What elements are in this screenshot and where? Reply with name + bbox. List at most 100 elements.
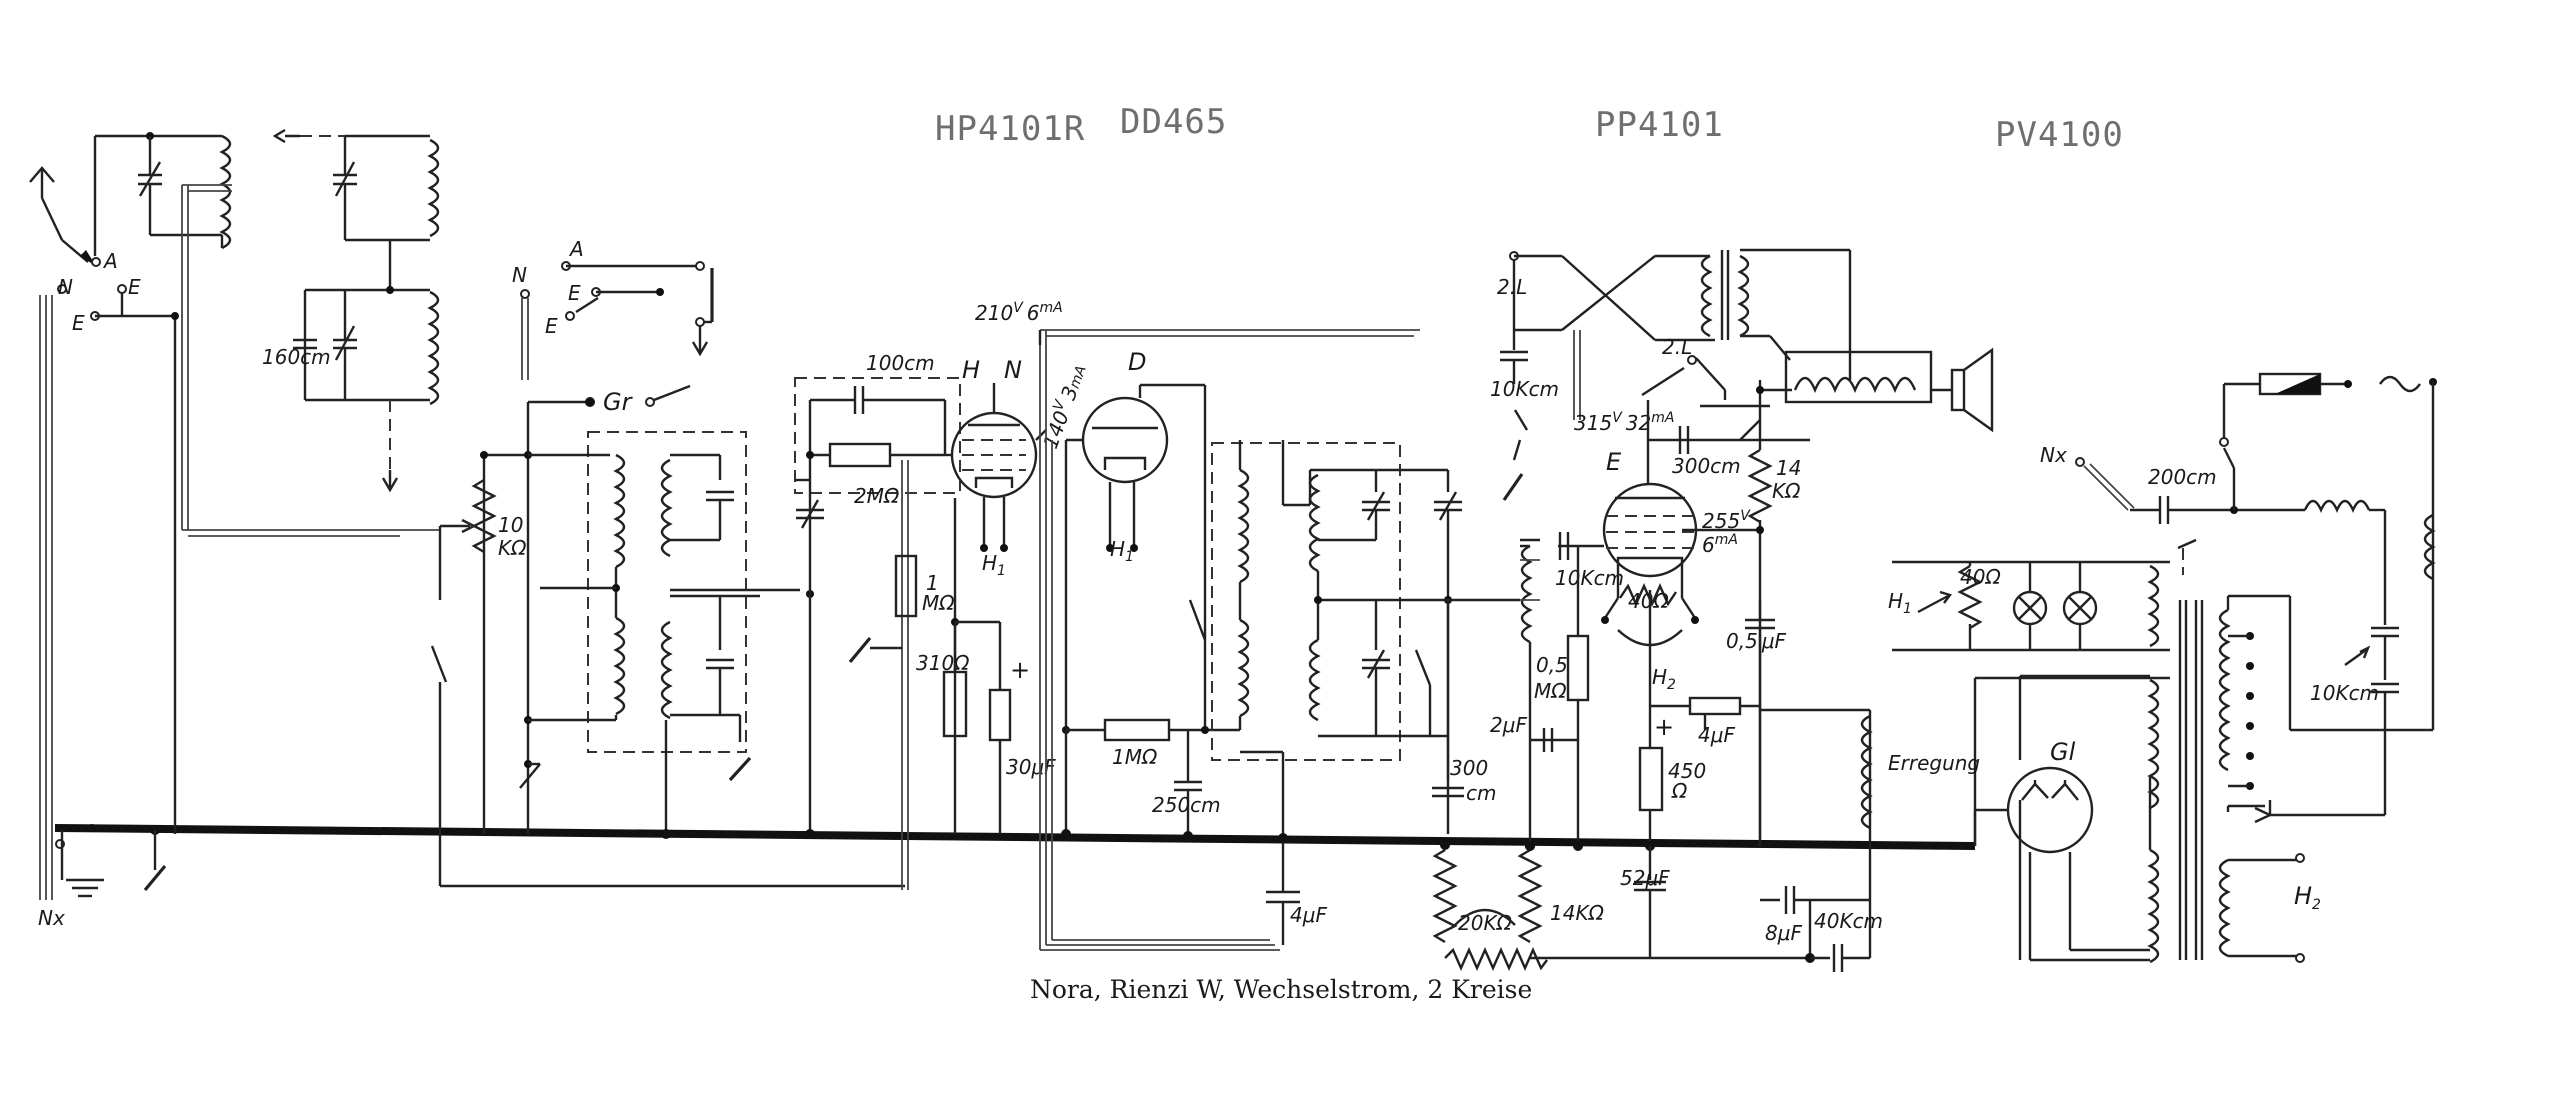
v255-label: 255V <box>1702 508 1751 533</box>
res-1m-unit: MΩ <box>922 591 955 615</box>
arrow-left-icon <box>272 128 300 144</box>
pot-10k-value: 10 <box>498 513 523 537</box>
cap-250cm-label: 250cm <box>1152 793 1221 817</box>
switch-e-label: E <box>568 281 581 305</box>
h1-right-label: H1 <box>1888 589 1912 617</box>
cap-160cm-label: 160cm <box>262 345 331 369</box>
tube-d-label: D <box>1128 348 1146 376</box>
bf2-coil-a <box>1237 468 1250 584</box>
cap-100cm-label: 100cm <box>866 351 935 375</box>
arrow-down-icon <box>381 470 399 493</box>
cap-4uf-b-label: 4μF <box>1698 723 1735 747</box>
voltage-divider: 300 cm 20KΩ 14KΩ <box>1432 600 1810 971</box>
power-supply: Nx 200cm 10Kcm <box>1888 372 2437 964</box>
nx-label-left: Nx <box>38 906 65 930</box>
rectifier-gl-label: Gl <box>2050 738 2076 766</box>
antenna-a-label: A <box>102 249 118 273</box>
bf2-coil-c <box>1308 473 1321 573</box>
tube-dd465: D H1 1MΩ 250cm <box>1061 348 1240 841</box>
output-stage-top: 2.L 2.L <box>1497 248 1994 441</box>
cap-2uf-label: 2μF <box>1490 713 1527 737</box>
res-450-value: 450 <box>1668 759 1706 783</box>
tube-title-hp4101r: HP4101R <box>935 109 1085 149</box>
plus-sign-2: + <box>1654 713 1674 741</box>
pot-10k-unit: KΩ <box>498 536 527 560</box>
bf1-coil-a <box>613 453 626 569</box>
output-2l-label-b: 2.L <box>1662 335 1692 359</box>
ac-mains-tilde-icon <box>2379 375 2421 393</box>
res-1m-value: 1 <box>926 571 939 595</box>
plus-sign-1: + <box>1010 656 1030 684</box>
cap-52uf-label: 52μF <box>1620 866 1670 890</box>
hum-pot-40 <box>1957 564 1983 630</box>
res-40-label: 40Ω <box>1628 589 1669 613</box>
cap-30uf-label: 30μF <box>1006 755 1056 779</box>
res-450-unit: Ω <box>1671 779 1688 803</box>
cap-4uf-label: 4μF <box>1290 903 1327 927</box>
switch-e2-label: E <box>545 314 558 338</box>
res-14k-value: 14 <box>1776 456 1801 480</box>
tube-n-label: N <box>1004 356 1022 384</box>
cap-10kcm-label: 10Kcm <box>1490 377 1559 401</box>
cap-300-label-b: 300 <box>1450 756 1488 780</box>
antenna-e2-label: E <box>72 311 85 335</box>
grid-leak-network: 100cm 2MΩ <box>794 351 961 839</box>
output-transformer-secondary <box>1737 254 1750 338</box>
bf2-coil-b <box>1237 618 1250 718</box>
res-310-label: 310Ω <box>916 651 970 675</box>
gramophone-label: Gr <box>603 388 634 416</box>
field-coil-erregung <box>1860 714 1873 830</box>
cap-200cm-label: 200cm <box>2148 465 2217 489</box>
res-20k-bottom <box>1444 947 1548 971</box>
res-05m-value: 0,5 <box>1536 653 1568 677</box>
switch-a-label: A <box>568 237 584 261</box>
diagram-caption: Nora, Rienzi W, Wechselstrom, 2 Kreise <box>1030 975 1532 1004</box>
power-transformer-primary <box>2218 608 2231 772</box>
tuning-coil-block: 160cm <box>262 128 440 493</box>
res-40-right-label: 40Ω <box>1960 565 2001 589</box>
nx-label-right: Nx <box>2040 443 2067 467</box>
heater-winding-h1 <box>2147 564 2160 648</box>
res-05m-unit: MΩ <box>1534 679 1567 703</box>
res-20k-left <box>1432 848 1458 944</box>
bf1-coil-b <box>660 458 673 558</box>
speaker-icon-magnet <box>1950 368 1966 412</box>
h2-right-label: H2 <box>2294 882 2321 913</box>
speaker-field-coil <box>1793 376 1917 394</box>
filter-cap-4uf: 4μF <box>1266 833 1327 945</box>
tube-h-label: H <box>962 356 980 384</box>
res-1m-label-b: 1MΩ <box>1112 745 1158 769</box>
oscillator-coil-top <box>427 138 440 238</box>
power-transformer-primary-top <box>2423 513 2436 581</box>
res-2m-label: 2MΩ <box>854 484 900 508</box>
cap-10kcm-right-label: 10Kcm <box>2310 681 2379 705</box>
antenna-input-section: A N E E Nx <box>29 132 400 930</box>
res-14k-label-b: 14KΩ <box>1550 901 1605 925</box>
hv-secondary-winding <box>2147 678 2160 810</box>
res-40-cathode <box>1619 583 1677 607</box>
antenna-coil <box>219 134 232 250</box>
cap-40kcm-label: 40Kcm <box>1814 909 1883 933</box>
wave-switch-area: N A E E Gr <box>512 237 714 416</box>
field-coil-filter: Erregung 8μF 40Kcm <box>1760 708 1980 972</box>
mains-choke <box>2303 499 2371 513</box>
speaker-icon-cone <box>1963 347 1994 433</box>
tube-e-label: E <box>1606 448 1622 476</box>
antenna-arrow-icon <box>29 166 55 198</box>
output-2l-label-a: 2.L <box>1497 275 1527 299</box>
grid-choke <box>1520 544 1533 644</box>
tube-h2-label: H2 <box>1652 665 1676 693</box>
ground-bus <box>54 824 1976 850</box>
volume-potentiometer: 10 KΩ <box>400 402 905 888</box>
res-14k-unit: KΩ <box>1772 479 1801 503</box>
cap-300-unit-b: cm <box>1466 781 1496 805</box>
bandfilter-1 <box>519 431 814 839</box>
erregung-label: Erregung <box>1888 751 1980 775</box>
cap-10kcm-b-label: 10Kcm <box>1555 566 1624 590</box>
antenna-e-label: E <box>128 275 141 299</box>
output-transformer-primary <box>1700 254 1713 338</box>
